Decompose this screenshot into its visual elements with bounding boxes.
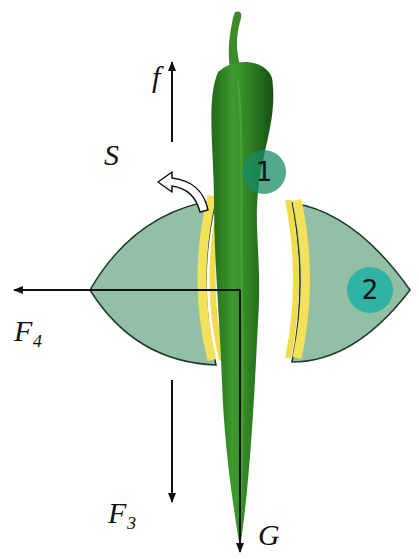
surface-arrow-S	[158, 172, 208, 212]
left-jaw	[90, 200, 216, 365]
callout-number: 2	[362, 277, 379, 303]
force-label: S	[104, 140, 119, 170]
right-pad-inner	[288, 200, 296, 358]
callout-number: 1	[256, 159, 273, 185]
force-label: G	[258, 520, 280, 550]
force-arrow-G	[239, 290, 241, 552]
force-arrow-F4	[14, 289, 240, 291]
force-arrow-f	[171, 62, 173, 142]
force-label: F₄	[14, 316, 43, 346]
callout-circle: 2	[347, 267, 393, 313]
force-label: f	[152, 62, 160, 92]
pepper-body	[211, 62, 273, 548]
force-arrow-F3	[171, 380, 173, 502]
force-label: F₃	[108, 498, 137, 528]
callout-circle: 1	[242, 150, 286, 194]
pepper-stem	[229, 11, 242, 68]
